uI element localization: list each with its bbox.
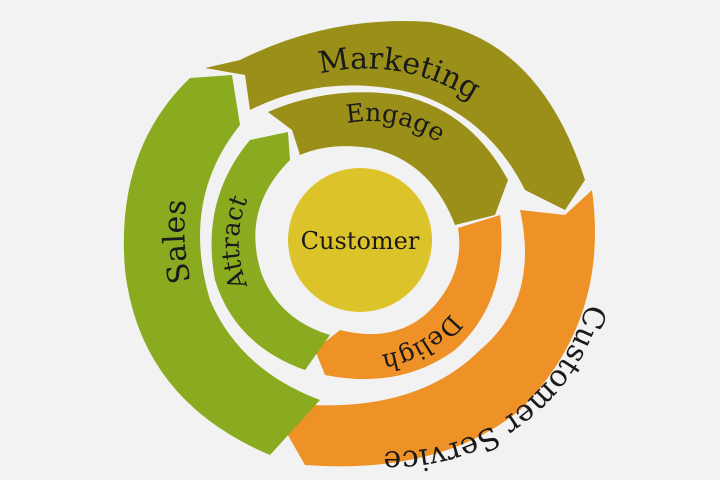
center-label: Customer xyxy=(301,227,420,255)
customer-center-circle xyxy=(288,168,432,312)
sales-label-path: Sales xyxy=(157,198,198,287)
attract-segment xyxy=(211,132,330,370)
engage-segment xyxy=(268,92,508,225)
sales-label: Sales xyxy=(157,198,198,287)
sales-segment xyxy=(123,75,320,455)
delight-segment xyxy=(315,215,502,380)
customer-service-segment xyxy=(285,190,595,467)
marketing-segment xyxy=(205,21,585,210)
